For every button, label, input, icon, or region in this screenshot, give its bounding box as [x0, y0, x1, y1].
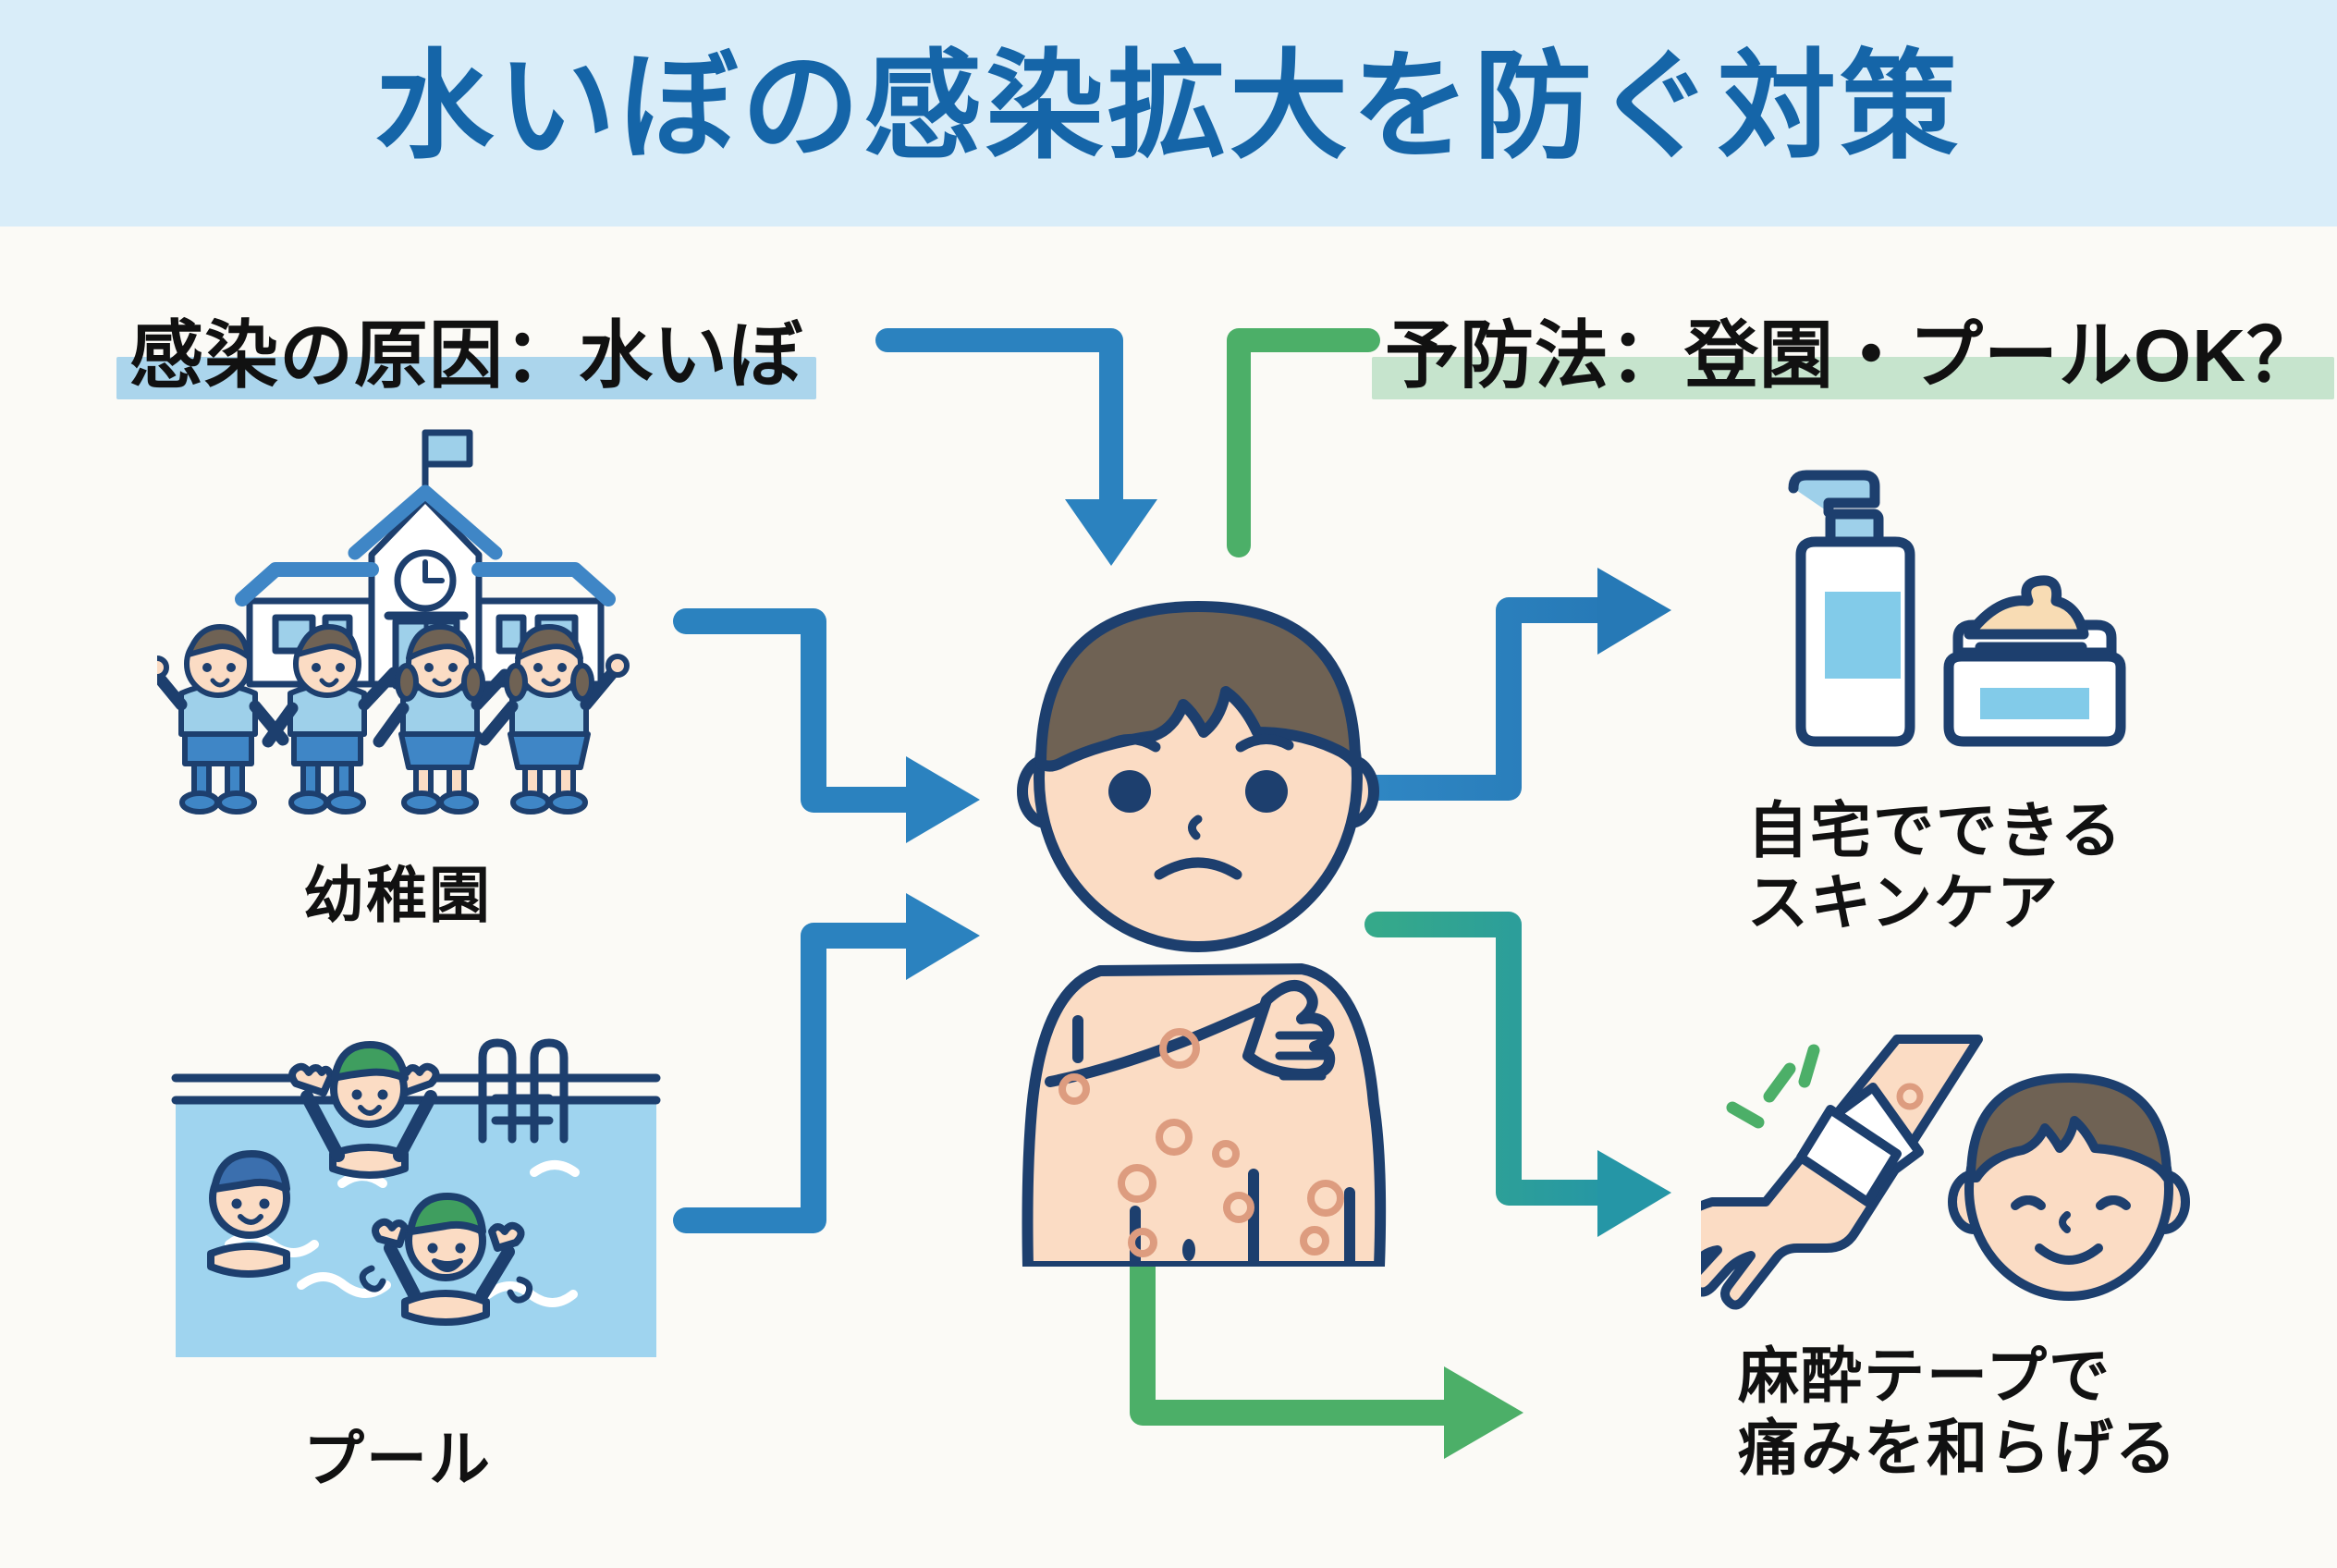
cause-heading-text: 感染の原因：水いぼ — [129, 314, 803, 397]
bottom-green-arrow — [1130, 1244, 1523, 1459]
prevention-heading: 予防法：登園・プールOK？ — [1372, 296, 2334, 403]
cause-heading-highlight — [116, 357, 816, 399]
child-with-molluscum-bumps-icon — [961, 582, 1442, 1267]
prevention-heading-highlight — [1372, 357, 2334, 399]
tape-caption: 麻酔テープで 痛みを和らげる — [1738, 1341, 2337, 1485]
header-band — [0, 0, 2337, 227]
skincare-arrow — [1364, 568, 1671, 801]
arm-with-anesthetic-tape-and-smiling-face-icon — [1701, 1017, 2237, 1322]
swimming-pool-with-children-icon — [157, 1017, 675, 1387]
skincare-caption-line1: 自宅でできる — [1747, 796, 2123, 864]
skincare-caption-line2: スキンケア — [1747, 867, 2061, 937]
tape-caption-line2: 痛みを和らげる — [1738, 1413, 2178, 1482]
kindergarten-arrow — [673, 608, 980, 843]
cause-heading: 感染の原因：水いぼ — [116, 296, 816, 403]
school-building-with-children-icon — [157, 416, 638, 841]
skincare-caption: 自宅でできる スキンケア — [1747, 795, 2337, 939]
tape-arrow — [1364, 912, 1671, 1237]
pool-arrow — [673, 893, 980, 1233]
kindergarten-caption: 幼稚園 — [303, 861, 492, 929]
lotion-bottle-and-cream-jar-icon — [1738, 453, 2163, 758]
prevention-heading-text: 予防法：登園・プールOK？ — [1385, 314, 2321, 397]
tape-caption-line1: 麻酔テープで — [1738, 1341, 2112, 1410]
cause-down-arrow — [875, 328, 1157, 566]
prevention-down-line — [1227, 328, 1380, 557]
page-title: 水いぼの感染拡大を防ぐ対策 — [374, 41, 1962, 173]
pool-caption: プール — [303, 1425, 492, 1493]
